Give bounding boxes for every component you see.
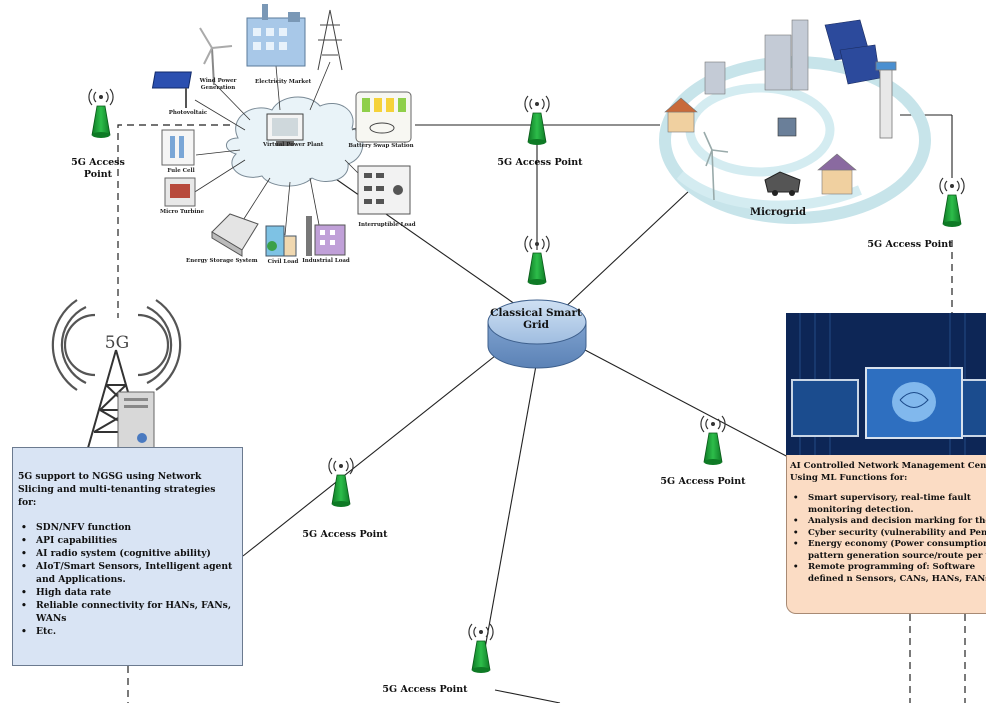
industrial-label: Industrial Load — [302, 258, 350, 264]
micro-turbine-label: Micro Turbine — [160, 209, 204, 215]
list-item: Energy economy (Power consumption patter… — [793, 539, 986, 562]
list-item: Remote programming of: Software defined … — [793, 562, 986, 585]
transmission-tower-icon — [317, 9, 343, 71]
ai-nmc-list: Smart supervisory, real-time fault monit… — [790, 493, 986, 585]
list-item: Cyber security (vulnerability and Pen-te… — [793, 528, 986, 540]
link-grid-leftbox — [242, 351, 501, 557]
list-item: Analysis and decision marking for the gr… — [793, 516, 986, 528]
ap-top-left-label: 5G Access Point — [71, 157, 125, 180]
ap-right-label: 5G Access Point — [867, 239, 953, 250]
microgrid-label: Microgrid — [750, 207, 806, 218]
industrial-load-icon — [306, 216, 346, 256]
electricity-market-icon — [246, 4, 306, 67]
link-vpp-grid — [299, 153, 536, 319]
ap-lower-left-icon — [328, 457, 354, 507]
tower-turbine-icon — [875, 61, 897, 139]
5g-support-box: 5G support to NGSG using Network Slicing… — [12, 447, 243, 666]
vpp-cloud — [226, 96, 364, 187]
microgrid-cluster — [659, 19, 931, 224]
photovoltaic-icon — [151, 71, 192, 108]
civil-load-icon — [265, 225, 297, 257]
link-microgrid-grid — [559, 189, 691, 313]
list-item: Smart supervisory, real-time fault monit… — [793, 493, 986, 516]
tower-5g-label: 5G — [104, 333, 130, 353]
storage-label: Energy Storage System — [186, 258, 258, 264]
ai-nmc-box: AI Controlled Network Management Centre:… — [786, 455, 986, 614]
dash-vpp-tower — [117, 124, 230, 318]
ai-nmc-intro: AI Controlled Network Management Centre:… — [790, 461, 986, 483]
list-item: SDN/NFV function — [21, 521, 236, 534]
ap-top-center-label: 5G Access Point — [497, 157, 583, 168]
ap-lower-right-label: 5G Access Point — [660, 476, 746, 487]
ap-grid-top-icon — [524, 235, 550, 285]
interruptible-load-icon — [357, 165, 411, 215]
energy-storage-icon — [211, 213, 259, 257]
list-item: AI radio system (cognitive ability) — [21, 547, 236, 560]
connection-lines — [242, 114, 953, 703]
market-label: Electricity Market — [255, 79, 312, 85]
fuel-cell-label: Fule Cell — [167, 168, 195, 174]
pv-label: Photovoltaic — [168, 110, 208, 116]
ap-top-center-icon — [524, 95, 550, 145]
link-ap-bottom-out — [494, 689, 561, 703]
houses-icon — [664, 97, 857, 195]
wind-turbine-icon — [703, 131, 729, 201]
brain-icon — [892, 382, 936, 422]
substation-icon — [777, 117, 797, 137]
ap-bottom-icon — [468, 623, 494, 673]
classical-smart-grid-disk — [487, 299, 587, 369]
list-item: High data rate — [21, 586, 236, 599]
interruptible-label: Interruptible Load — [358, 222, 416, 228]
ap-right-icon — [939, 177, 965, 227]
list-item: Reliable connectivity for HANs, FANs, WA… — [21, 599, 236, 625]
solar-farm-icon — [824, 19, 881, 85]
ap-top-left-icon — [88, 88, 114, 138]
ev-charging-icon — [764, 171, 801, 196]
5g-tower-icon — [51, 299, 182, 449]
5g-support-intro: 5G support to NGSG using Network Slicing… — [18, 471, 216, 508]
ap-bottom-label: 5G Access Point — [382, 684, 468, 695]
battery-swap-label: Battery Swap Station — [348, 143, 414, 149]
link-grid-ap-bottom — [481, 359, 538, 666]
building-icon — [704, 19, 809, 95]
wind-label: Wind Power Generation — [199, 78, 237, 91]
ap-lower-right-icon — [700, 415, 726, 465]
fuel-cell-icon — [161, 129, 195, 166]
list-item: Etc. — [21, 625, 236, 638]
wind-turbine-icon — [199, 27, 233, 86]
vpp-center-label: Virtual Power Plant — [263, 142, 324, 148]
list-item: API capabilities — [21, 534, 236, 547]
list-item: AIoT/Smart Sensors, Intelligent agent an… — [21, 560, 236, 586]
link-grid-nmc — [584, 349, 791, 459]
vpp-spokes — [189, 61, 366, 236]
ai-nmc-monitors — [786, 313, 986, 455]
micro-turbine-icon — [164, 177, 196, 207]
ap-lower-left-label: 5G Access Point — [302, 529, 388, 540]
5g-support-list: SDN/NFV function API capabilities AI rad… — [18, 521, 236, 638]
civil-label: Civil Load — [267, 259, 299, 265]
battery-swap-icon — [355, 91, 412, 143]
classical-smart-grid-label: Classical Smart Grid — [490, 307, 582, 331]
dashed-lines — [117, 124, 966, 703]
